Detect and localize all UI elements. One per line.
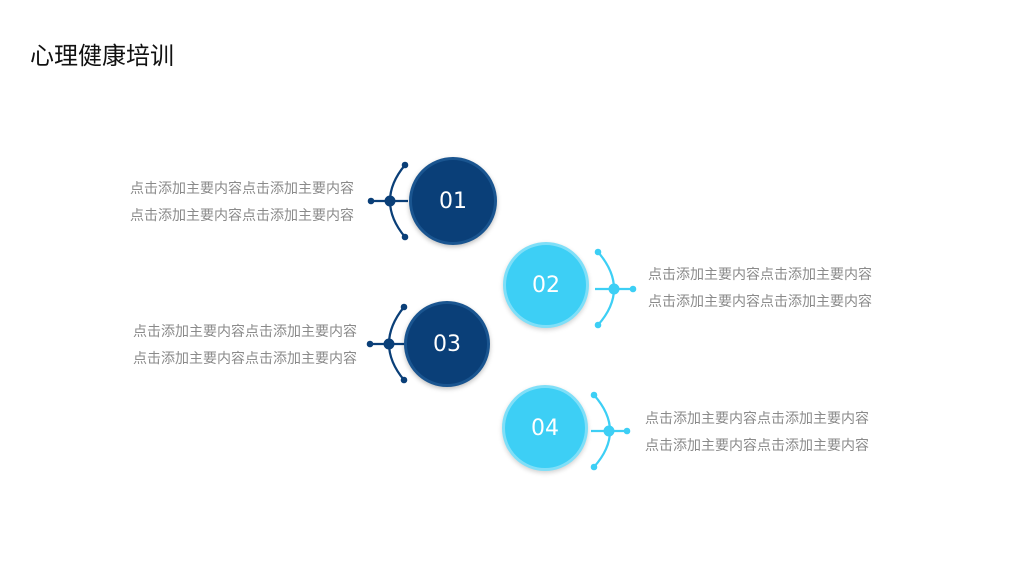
step-text-03-line-2: 点击添加主要内容点击添加主要内容 (133, 351, 357, 367)
step-text-01-line-1: 点击添加主要内容点击添加主要内容 (130, 181, 354, 197)
step-text-04-line-1: 点击添加主要内容点击添加主要内容 (645, 411, 869, 427)
step-text-04-line-2: 点击添加主要内容点击添加主要内容 (645, 438, 869, 454)
step-circle-04[interactable]: 04 (502, 385, 588, 471)
step-circle-02[interactable]: 02 (503, 242, 589, 328)
step-text-02[interactable]: 点击添加主要内容点击添加主要内容 点击添加主要内容点击添加主要内容 (648, 262, 872, 316)
step-number-02: 02 (532, 272, 560, 298)
bracket-04 (590, 391, 631, 471)
step-circle-01[interactable]: 01 (409, 157, 497, 245)
step-number-04: 04 (531, 415, 559, 441)
step-text-01-line-2: 点击添加主要内容点击添加主要内容 (130, 208, 354, 224)
bracket-02 (594, 248, 637, 329)
step-number-03: 03 (433, 331, 461, 357)
bracket-01 (367, 161, 409, 241)
step-text-01[interactable]: 点击添加主要内容点击添加主要内容 点击添加主要内容点击添加主要内容 (130, 176, 354, 230)
bracket-03 (366, 303, 408, 384)
step-text-04[interactable]: 点击添加主要内容点击添加主要内容 点击添加主要内容点击添加主要内容 (645, 406, 869, 460)
step-number-01: 01 (439, 188, 467, 214)
page-title[interactable]: 心理健康培训 (30, 42, 174, 70)
step-text-02-line-2: 点击添加主要内容点击添加主要内容 (648, 294, 872, 310)
step-circle-03[interactable]: 03 (404, 301, 490, 387)
step-text-03[interactable]: 点击添加主要内容点击添加主要内容 点击添加主要内容点击添加主要内容 (133, 319, 357, 373)
step-text-02-line-1: 点击添加主要内容点击添加主要内容 (648, 267, 872, 283)
step-text-03-line-1: 点击添加主要内容点击添加主要内容 (133, 324, 357, 340)
